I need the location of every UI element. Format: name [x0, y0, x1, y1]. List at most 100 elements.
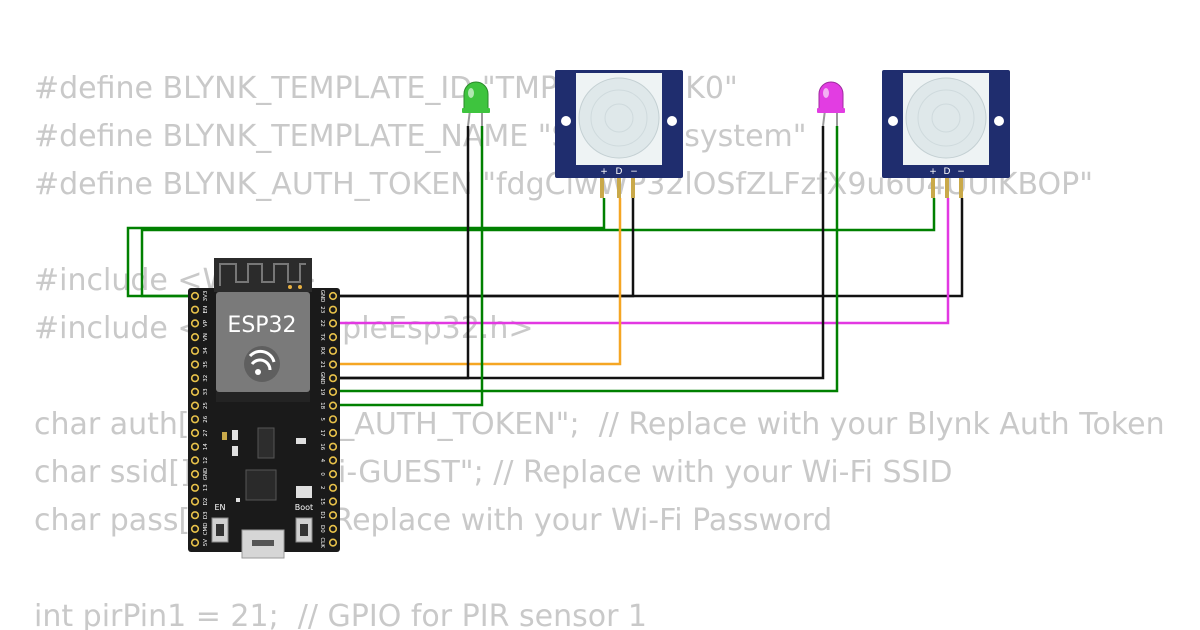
green-led[interactable] — [462, 81, 490, 127]
pin-pad[interactable] — [190, 511, 200, 520]
pin-pad[interactable] — [328, 333, 338, 342]
esp32-board[interactable]: ESP32 EN Boot — [188, 258, 340, 559]
pin-label: GND — [203, 468, 209, 481]
pin-pad[interactable] — [328, 291, 338, 301]
pin-pad[interactable] — [328, 497, 338, 506]
pin-pad[interactable] — [190, 538, 200, 547]
pin-label: 34 — [203, 347, 209, 354]
pin-label: 26 — [203, 415, 209, 422]
magenta-led[interactable] — [817, 81, 845, 127]
pin-label: 13 — [203, 484, 209, 491]
pin-pad[interactable] — [190, 483, 200, 492]
pin-pad[interactable] — [328, 428, 338, 438]
pin-label-data: D — [944, 167, 951, 177]
pin-label: 5 — [319, 418, 325, 422]
code-line: #define BLYNK_TEMPLATE_ID "TMPL3xxx03K0" — [34, 71, 738, 106]
mounting-hole-icon — [888, 116, 898, 126]
pin-label: 19 — [319, 388, 325, 395]
pin-label: D3 — [203, 511, 209, 519]
pin-pad[interactable] — [328, 319, 338, 328]
mounting-hole-icon — [994, 116, 1004, 126]
pin-label: 27 — [203, 429, 209, 436]
pin-pad[interactable] — [190, 333, 200, 342]
pir-sensor-2[interactable]: + D − — [882, 70, 1010, 198]
pin-pad[interactable] — [328, 538, 338, 547]
pin-label: 14 — [203, 443, 209, 450]
pin-label: GND — [319, 372, 325, 385]
pin-pad[interactable] — [190, 291, 200, 301]
pin-label: GND — [319, 290, 325, 303]
pin-label-minus: − — [957, 167, 965, 177]
mounting-hole-icon — [667, 116, 677, 126]
pin-label: D2 — [203, 498, 209, 506]
pin-label: TX — [319, 333, 325, 341]
wire-orange-pir1-signal[interactable] — [333, 198, 622, 366]
wire-green-magenta-led[interactable] — [333, 126, 839, 393]
pin-pad[interactable] — [328, 483, 338, 492]
pin-pad[interactable] — [328, 374, 338, 383]
usb-uart-chip — [245, 469, 277, 501]
pin-pad[interactable] — [328, 511, 338, 520]
wire-green-pir2-vcc[interactable] — [140, 198, 936, 298]
pin-pad[interactable] — [190, 374, 200, 383]
wire-black-pir2-gnd[interactable] — [333, 198, 964, 298]
pin-label: 2 — [319, 486, 325, 490]
pin-label: 17 — [319, 430, 325, 437]
wire-magenta-pir2-signal[interactable] — [333, 198, 950, 325]
esp32-module-shield — [216, 292, 310, 392]
pin-label: CLK — [319, 537, 325, 548]
micro-usb-port[interactable] — [241, 529, 285, 559]
pin-pad[interactable] — [190, 470, 200, 479]
en-button[interactable] — [211, 517, 229, 543]
pir-sensor-1[interactable]: + D − — [555, 70, 683, 198]
pin-pad[interactable] — [190, 305, 200, 314]
en-button-label: EN — [214, 503, 225, 512]
pin-label-minus: − — [630, 167, 638, 177]
pin-label: 5V — [203, 539, 209, 546]
pin-pad[interactable] — [190, 415, 200, 424]
pin-label: D1 — [319, 511, 325, 519]
pin-pad[interactable] — [190, 442, 200, 451]
pin-pad[interactable] — [328, 401, 338, 410]
pin-pad[interactable] — [190, 360, 200, 369]
wire-green-pir1-vcc[interactable] — [126, 198, 606, 298]
pin-pad[interactable] — [328, 415, 338, 424]
pin-pad[interactable] — [190, 401, 200, 410]
boot-button[interactable] — [295, 517, 313, 543]
pin-pad[interactable] — [328, 470, 338, 479]
pin-pad[interactable] — [328, 387, 338, 397]
pin-pad[interactable] — [328, 305, 338, 314]
code-line: char auth[] = BLYNK_AUTH_TOKEN"; // Repl… — [34, 407, 1165, 442]
pin-pad[interactable] — [328, 360, 338, 369]
code-line: char pass[] = ""; // Replace with your W… — [34, 503, 833, 538]
antenna-trace-icon — [219, 263, 306, 286]
pin-label: 12 — [203, 457, 209, 464]
pin-label-data: D — [616, 167, 623, 177]
pin-pad[interactable] — [328, 346, 338, 355]
pin-label: 4 — [319, 459, 325, 463]
pin-pad[interactable] — [190, 428, 200, 438]
pin-label: RX — [319, 347, 325, 355]
code-line: int pirPin1 = 21; // GPIO for PIR sensor… — [34, 599, 648, 630]
pin-pad[interactable] — [328, 442, 338, 451]
pin-label: CMD — [203, 522, 209, 535]
espressif-logo-icon — [244, 346, 280, 382]
pin-pad[interactable] — [190, 319, 200, 328]
pin-label: 32 — [203, 375, 209, 382]
pin-label: EN — [203, 306, 209, 314]
pin-pad[interactable] — [328, 524, 338, 534]
pin-label: 3V3 — [203, 290, 209, 301]
pin-pad[interactable] — [190, 524, 200, 534]
pin-pad[interactable] — [190, 346, 200, 355]
pin-pad[interactable] — [190, 497, 200, 506]
pin-label: 23 — [319, 306, 325, 313]
wire-black-green-led[interactable] — [333, 126, 470, 380]
pin-pad[interactable] — [190, 456, 200, 465]
pin-pad[interactable] — [190, 387, 200, 397]
pin-label: VN — [203, 333, 209, 341]
pin-pad[interactable] — [328, 456, 338, 465]
wire-green-green-led[interactable] — [333, 126, 484, 407]
wire-black-magenta-led[interactable] — [333, 126, 825, 380]
